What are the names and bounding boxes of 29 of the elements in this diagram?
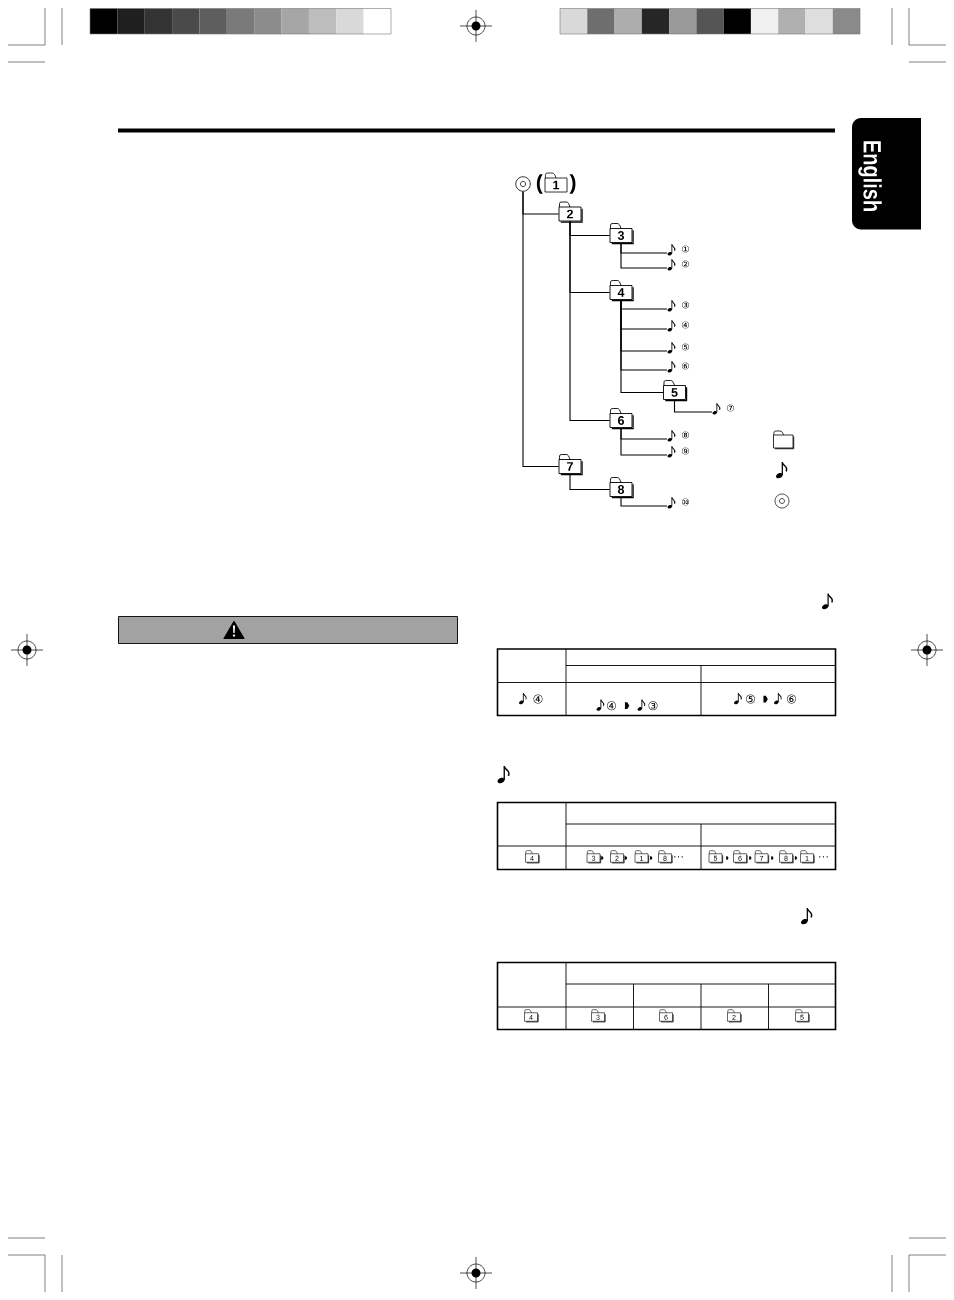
parenthesis: ( (536, 174, 543, 194)
track-number: ⑧ (681, 431, 689, 439)
track-number: ③ (648, 701, 658, 711)
folder-box: 4 (609, 280, 634, 302)
track-number: ⑥ (787, 694, 796, 704)
parenthesis: ) (569, 174, 576, 194)
folder-box: 8 (609, 477, 634, 499)
track-number: ⑨ (681, 447, 689, 455)
track-number: ⑤ (681, 343, 689, 351)
folder-box: 7 (558, 454, 583, 476)
track-number: ④ (533, 694, 543, 704)
track-number: ⑤ (746, 694, 755, 704)
folder-box: 6 (609, 408, 634, 430)
folder-box: 3 (609, 223, 634, 245)
track-number: ④ (681, 321, 689, 329)
track-number: ④ (607, 701, 616, 711)
folder-box: 5 (663, 380, 688, 402)
disc-icon (515, 176, 531, 192)
language-tab: English (852, 118, 921, 230)
track-number: ③ (681, 301, 689, 309)
track-number: ⑩ (681, 498, 689, 506)
ellipsis: ··· (674, 856, 683, 858)
track-number: ① (681, 245, 689, 253)
track-number: ⑦ (726, 404, 734, 412)
folder-box: 2 (558, 201, 583, 223)
track-number: ② (681, 260, 689, 268)
track-number: ⑥ (681, 362, 689, 370)
ellipsis: ··· (819, 856, 828, 858)
folder-box: 1 (544, 172, 568, 193)
